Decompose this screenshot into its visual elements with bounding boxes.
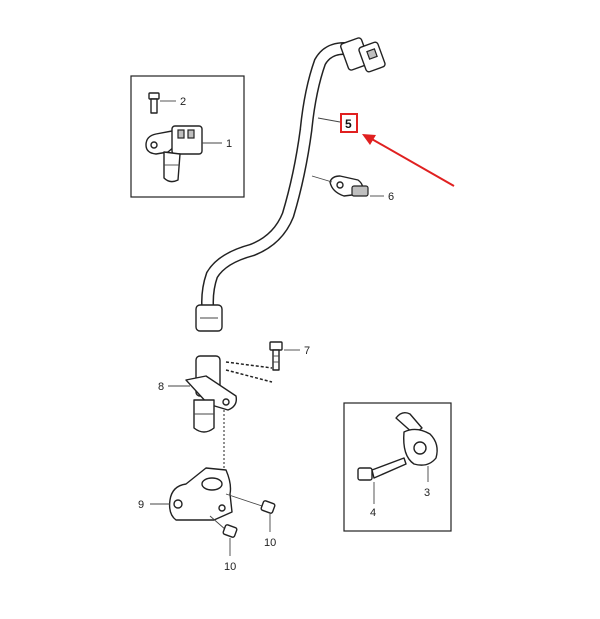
- callout-9: 9: [138, 499, 144, 511]
- callout-7: 7: [304, 345, 310, 357]
- wiring-harness: [195, 37, 386, 332]
- camshaft-position-sensor-icon: [185, 355, 238, 433]
- callout-1: 1: [226, 138, 232, 150]
- callout-4: 4: [370, 507, 376, 519]
- highlight-box: [340, 113, 358, 133]
- inset-box-knock-sensor: 3 4: [343, 402, 452, 532]
- bolt-icon: [148, 92, 160, 114]
- bolt-icon: [357, 457, 407, 481]
- bolt-icon: [209, 515, 238, 538]
- callout-6: 6: [388, 191, 394, 203]
- sensor-connector-icon: [195, 304, 223, 332]
- callout-10-a: 10: [264, 537, 276, 549]
- alignment-lines: [223, 361, 273, 470]
- callout-10-b: 10: [224, 561, 236, 573]
- harness-connector-icon: [340, 37, 386, 73]
- callout-5: 5: [345, 117, 352, 131]
- camshaft-sensor-icon: [145, 125, 203, 183]
- bolt-icon: [225, 493, 276, 514]
- bolt-icon: [269, 341, 283, 371]
- knock-sensor-icon: [395, 411, 438, 466]
- callout-3: 3: [424, 487, 430, 499]
- callout-8: 8: [158, 381, 164, 393]
- harness-clip-icon: [311, 175, 369, 197]
- inset-box-sensor: 2 1: [130, 75, 245, 198]
- callout-2: 2: [180, 96, 186, 108]
- pointer-arrow: [362, 134, 455, 187]
- mounting-bracket-icon: [168, 467, 233, 521]
